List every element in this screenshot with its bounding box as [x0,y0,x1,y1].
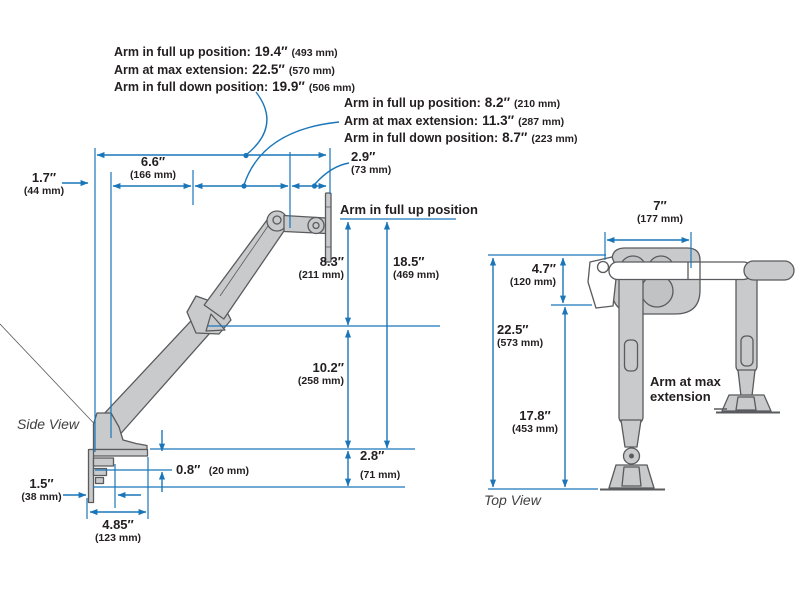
leader-29 [314,162,350,185]
dim-label-7: 7″ (177 mm) [636,198,684,226]
upper-arm-screw [272,215,282,225]
right-arm-shaft [735,266,758,374]
dim-label-29: 2.9″ (73 mm) [351,149,392,177]
base-foot [92,412,148,451]
callout-extension-lengths: Arm in full up position: 8.2″ (210 mm) A… [344,95,578,148]
upper-arm-ridge [219,225,269,297]
left-arm-slot [623,339,639,372]
right-arm-taper [737,369,756,397]
extension-bar-cap [743,260,795,281]
dim-label-08: 0.8″ (20 mm) [176,462,250,477]
leader-extension [243,121,340,186]
dim-label-15: 1.5″ (38 mm) [21,476,62,504]
callout-line: Arm at max extension: 11.3″ (287 mm) [344,112,565,128]
dim-label-66: 6.6″ (166 mm) [129,154,177,182]
dim-label-83: 8.3″ (211 mm) [298,254,344,282]
top-view-arm-drawing [587,247,795,491]
callout-line: Arm at max extension: 22.5″ (570 mm) [114,61,335,77]
dim-label-225: 22.5″ (573 mm) [497,322,544,350]
left-arm-joint-dot [629,453,634,459]
left-clamp-inner [621,466,642,487]
right-arm-slot [740,335,754,367]
top-view-witness-lines [488,232,692,490]
left-arm-shaft [618,265,644,425]
callout-leader-curves [243,91,350,186]
dim-label-102: 10.2″ (258 mm) [297,360,344,388]
callout-line: Arm in full up position: 8.2″ (210 mm) [344,95,561,110]
left-arm-taper [620,419,642,448]
side-view-title: Side View [17,416,80,432]
vesa-plate [324,192,332,263]
clamp-front-bracket [87,448,95,504]
leader-overall [245,91,268,156]
right-clamp-inner [735,396,757,411]
base-plate [89,448,149,457]
left-clamp-base [608,464,655,489]
dim-label-178: 17.8″ (453 mm) [511,408,559,436]
upper-arm [203,215,287,320]
lower-arm-ridge [0,323,105,435]
side-view-dimensions [62,91,456,519]
side-view-arm-drawing [0,192,332,504]
dim-label-28: 2.8″ (71 mm) [360,448,401,482]
right-clamp-base [721,394,772,412]
callout-overall-lengths: Arm in full up position: 19.4″ (493 mm) … [114,44,355,97]
top-view-title: Top View [484,492,541,508]
dim-label-17: 1.7″ (44 mm) [23,170,65,198]
clamp-bolt [94,476,105,485]
dim-label-485: 4.85″ (123 mm) [94,517,142,545]
head-pivot-inner [312,221,320,230]
dim-label-47: 4.7″ (120 mm) [509,261,556,289]
position-label-max-extension: Arm at max extension [650,374,721,405]
clamp-lower-jaw [92,467,108,477]
side-view-witness-lines [86,148,456,519]
elbow-flag [205,313,226,332]
dim-label-185: 18.5″ (469 mm) [393,254,440,282]
callout-line: Arm in full down position: 19.9″ (506 mm… [114,79,356,94]
clamp-upper-jaw [92,457,115,467]
end-clamp-pivot [596,260,610,274]
top-view-dimensions [488,232,692,490]
callout-line: Arm in full up position: 19.4″ (493 mm) [114,44,338,59]
callout-line: Arm in full down position: 8.7″ (223 mm) [344,130,578,145]
extension-bar [608,261,753,281]
position-label-full-up: Arm in full up position [340,202,478,217]
